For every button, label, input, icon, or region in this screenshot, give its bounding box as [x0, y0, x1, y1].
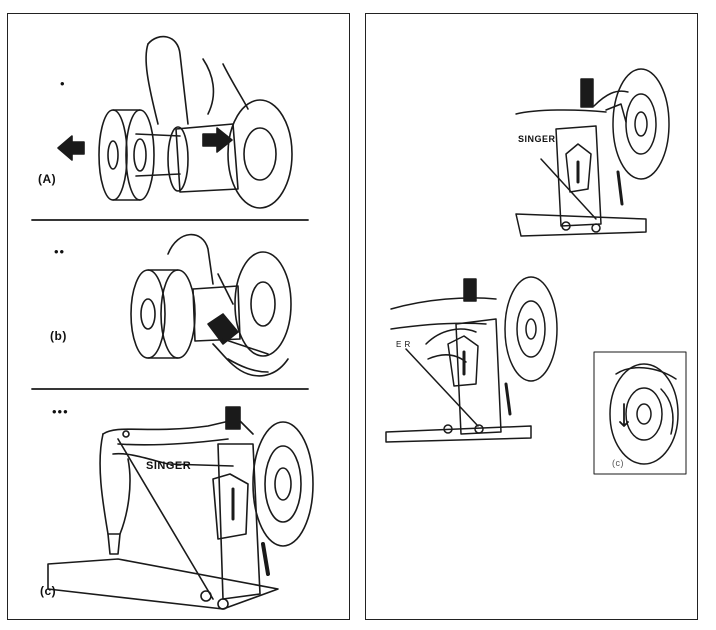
arrow-right-icon — [202, 127, 233, 153]
step-c-figure — [47, 406, 314, 610]
top-machine-brand: SINGER — [518, 134, 556, 144]
left-illustration-panel: • (A) •• (b) ••• SINGER (c) — [7, 13, 350, 620]
arrow-left-icon — [57, 135, 85, 161]
middle-machine-figure — [385, 276, 558, 443]
inset-label: (c) — [612, 458, 624, 468]
middle-machine-callout: E R — [396, 340, 411, 349]
step-b-label: (b) — [50, 329, 67, 343]
step-a-label: (A) — [38, 172, 57, 186]
top-machine-figure — [515, 68, 670, 237]
right-illustration-panel: SINGER E R (c) — [365, 13, 698, 620]
step-a-figure — [57, 35, 293, 209]
step-c-brand: SINGER — [146, 460, 192, 472]
step-b-dots: •• — [54, 244, 66, 259]
step-c-label: (c) — [40, 584, 57, 598]
step-c-dots: ••• — [52, 404, 69, 419]
left-illustrations — [31, 35, 314, 610]
step-b-figure — [130, 233, 292, 377]
inset-figure — [593, 351, 687, 475]
right-illustrations — [385, 68, 687, 475]
step-a-dots: • — [60, 76, 66, 91]
